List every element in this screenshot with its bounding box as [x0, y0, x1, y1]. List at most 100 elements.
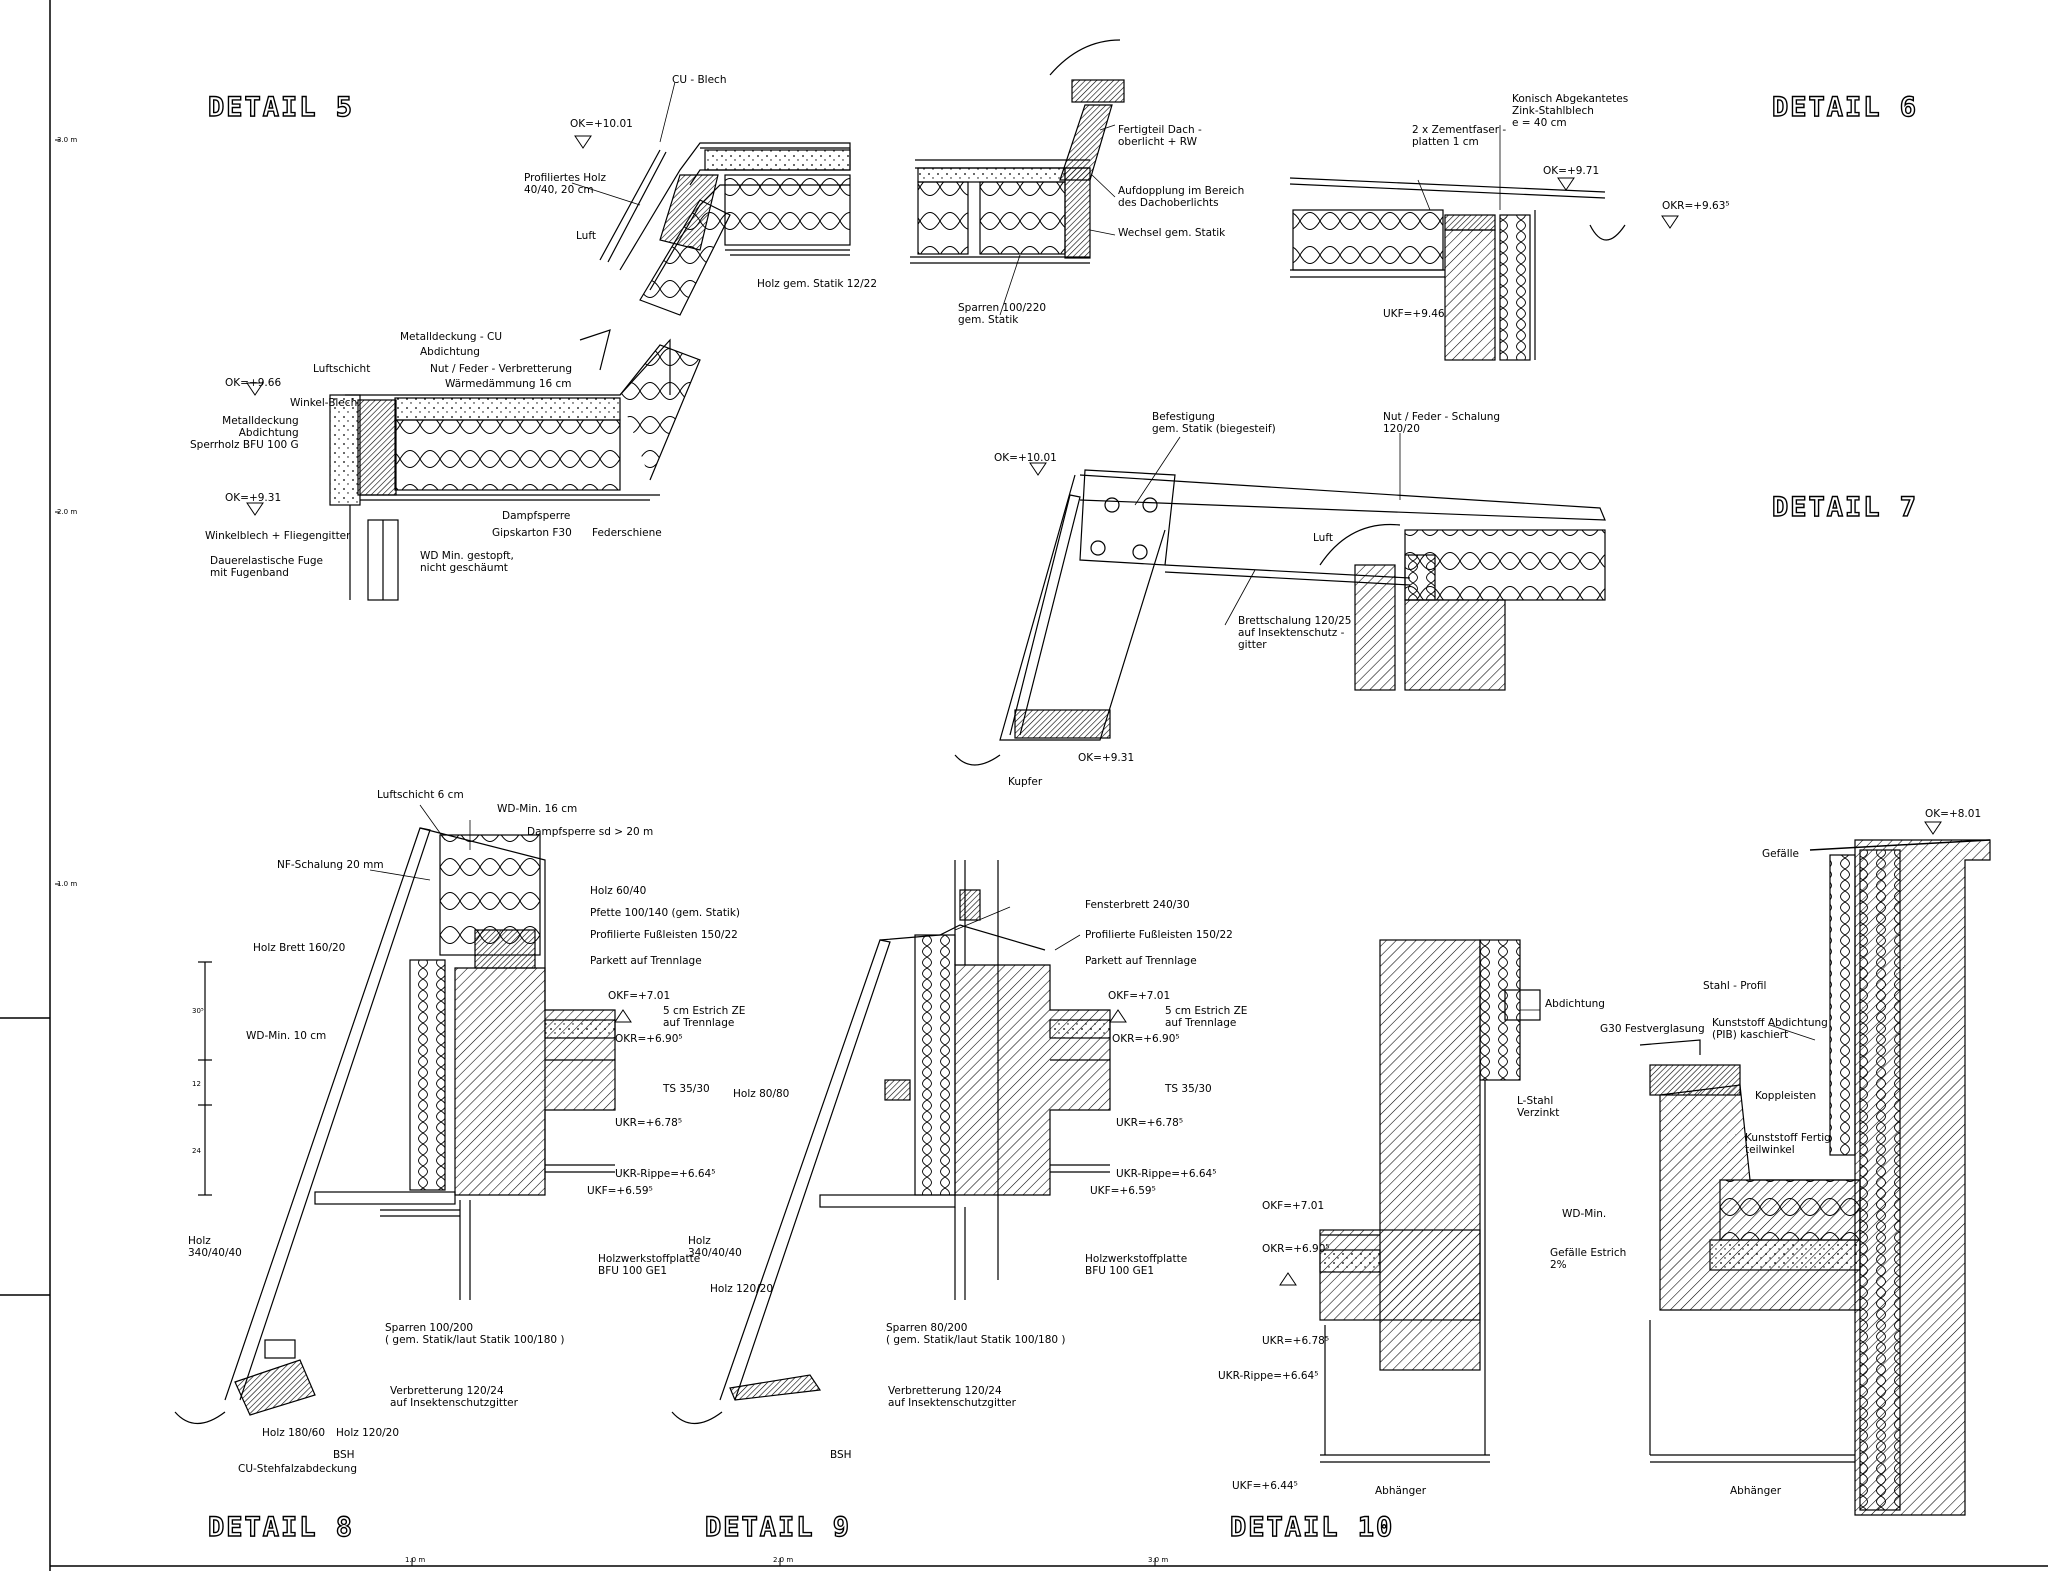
label-ukr-rippe-c: UKR-Rippe=+6.64⁵ — [1218, 1370, 1319, 1382]
label-nut-feder-schalung: Nut / Feder - Schalung 120/20 — [1383, 411, 1501, 435]
label-dauerelastische: Dauerelastische Fuge mit Fugenband — [210, 555, 323, 579]
scale-left-2m: 2.0 m — [57, 508, 78, 516]
label-cu-blech: CU - Blech — [672, 74, 727, 86]
title-detail-8: DETAIL 8 — [207, 1511, 355, 1543]
label-ok-931-a: OK=+9.31 — [225, 492, 282, 504]
label-sparren-100-200: Sparren 100/200 ( gem. Statik/laut Stati… — [385, 1322, 565, 1346]
detail9-drawing — [671, 860, 1111, 1425]
scale-bottom-2m: 2.0 m — [773, 1556, 794, 1564]
label-estrich-a: 5 cm Estrich ZE auf Trennlage — [663, 1005, 746, 1029]
label-verbretterung-b: Verbretterung 120/24 auf Insektenschutzg… — [888, 1385, 1016, 1409]
label-holz-340-a: Holz 340/40/40 — [188, 1235, 242, 1259]
label-holz-80-80: Holz 80/80 — [733, 1088, 790, 1100]
label-holz-60-40: Holz 60/40 — [590, 885, 647, 897]
label-okr-690-c: OKR=+6.90⁵ — [1262, 1243, 1330, 1255]
label-fussleisten-a: Profilierte Fußleisten 150/22 — [590, 929, 738, 941]
detail8-drawing — [174, 827, 616, 1425]
label-luftschicht-a: Luftschicht — [313, 363, 371, 375]
title-detail-6: DETAIL 6 — [1771, 91, 1919, 123]
label-zementfaser: 2 x Zementfaser - platten 1 cm — [1412, 124, 1507, 148]
label-ok-966: OK=+9.66 — [225, 377, 282, 389]
label-befestigung: Befestigung gem. Statik (biegesteif) — [1152, 411, 1276, 435]
label-metalldeckung-stack: Metalldeckung Abdichtung Sperrholz BFU 1… — [190, 415, 299, 451]
label-brettschalung: Brettschalung 120/25 auf Insektenschutz … — [1238, 615, 1352, 651]
label-kunststoff-fertig: Kunststoff Fertig teilwinkel — [1745, 1132, 1831, 1156]
label-holz-statik: Holz gem. Statik 12/22 — [757, 278, 878, 290]
label-ok-1001-a: OK=+10.01 — [570, 118, 633, 130]
label-nf-schalung: NF-Schalung 20 mm — [277, 859, 384, 871]
label-verbretterung-a: Verbretterung 120/24 auf Insektenschutzg… — [390, 1385, 518, 1409]
label-fensterbrett: Fensterbrett 240/30 — [1085, 899, 1190, 911]
label-luft-a: Luft — [576, 230, 596, 242]
label-nut-feder-a: Nut / Feder - Verbretterung — [430, 363, 573, 375]
label-ukr-rippe-a: UKR-Rippe=+6.64⁵ — [615, 1168, 716, 1180]
title-detail-7: DETAIL 7 — [1771, 491, 1919, 523]
label-l-stahl: L-Stahl Verzinkt — [1517, 1095, 1560, 1119]
label-ts-b: TS 35/30 — [1165, 1083, 1212, 1095]
label-wd-min-16: WD-Min. 16 cm — [497, 803, 578, 815]
label-ukr-678-b: UKR=+6.78⁵ — [1116, 1117, 1184, 1129]
label-koppleisten: Koppleisten — [1755, 1090, 1817, 1102]
label-abhaenger-b: Abhänger — [1730, 1485, 1782, 1497]
label-kunststoff-abd: Kunststoff Abdichtung (PIB) kaschiert — [1712, 1017, 1828, 1041]
label-stahl-profil: Stahl - Profil — [1703, 980, 1767, 992]
label-holzwerkstoff-b: Holzwerkstoffplatte BFU 100 GE1 — [1085, 1253, 1188, 1277]
label-abhaenger-a: Abhänger — [1375, 1485, 1427, 1497]
label-profiliertes-holz: Profiliertes Holz 40/40, 20 cm — [524, 172, 607, 196]
scale-bottom-1m: 1.0 m — [405, 1556, 426, 1564]
detail5-skylight-drawing — [910, 39, 1125, 264]
detail7-drawing — [954, 469, 1606, 766]
label-gefaelle-estrich: Gefälle Estrich 2% — [1550, 1247, 1627, 1271]
label-federschiene: Federschiene — [592, 527, 662, 539]
label-wd-min-10: WD-Min. 10 cm — [246, 1030, 327, 1042]
level-markers — [246, 135, 1942, 1286]
label-estrich-b: 5 cm Estrich ZE auf Trennlage — [1165, 1005, 1248, 1029]
detail5-parapet-drawing — [329, 329, 701, 601]
label-aufdopplung: Aufdopplung im Bereich des Dachoberlicht… — [1118, 185, 1245, 209]
label-ts-a: TS 35/30 — [663, 1083, 710, 1095]
label-abdichtung-a: Abdichtung — [420, 346, 480, 358]
label-fussleisten-b: Profilierte Fußleisten 150/22 — [1085, 929, 1233, 941]
label-dim-a: 30⁵ — [192, 1007, 204, 1015]
scale-bottom-3m: 3.0 m — [1148, 1556, 1169, 1564]
label-holz-120-20-a: Holz 120/20 — [336, 1427, 400, 1439]
label-pfette: Pfette 100/140 (gem. Statik) — [590, 907, 741, 919]
label-abdichtung-b: Abdichtung — [1545, 998, 1605, 1010]
label-winkel-blech: Winkel-Blech — [290, 397, 358, 409]
label-luftschicht-6: Luftschicht 6 cm — [377, 789, 464, 801]
label-ukf-644: UKF=+6.44⁵ — [1232, 1480, 1298, 1492]
label-sparren-80-200: Sparren 80/200 ( gem. Statik/laut Statik… — [886, 1322, 1066, 1346]
label-okf-701-c: OKF=+7.01 — [1262, 1200, 1325, 1212]
label-okr-690-b: OKR=+6.90⁵ — [1112, 1033, 1180, 1045]
label-dim-c: 24 — [192, 1147, 201, 1155]
label-holz-120-20-b: Holz 120/20 — [710, 1283, 774, 1295]
label-dim-b: 12 — [192, 1080, 201, 1088]
label-sparren-100-220: Sparren 100/220 gem. Statik — [958, 302, 1047, 326]
label-g30: G30 Festverglasung — [1600, 1023, 1705, 1035]
label-parkett-b: Parkett auf Trennlage — [1085, 955, 1197, 967]
label-ok-931-b: OK=+9.31 — [1078, 752, 1135, 764]
label-holz-180-60: Holz 180/60 — [262, 1427, 326, 1439]
label-cu-stehfalz: CU-Stehfalzabdeckung — [238, 1463, 357, 1475]
label-ok-801: OK=+8.01 — [1925, 808, 1982, 820]
label-konisch: Konisch Abgekantetes Zink-Stahlblech e =… — [1512, 93, 1629, 129]
label-parkett-a: Parkett auf Trennlage — [590, 955, 702, 967]
label-okf-701-b: OKF=+7.01 — [1108, 990, 1171, 1002]
label-ukf-946: UKF=+9.46 — [1383, 308, 1445, 320]
label-ukr-678-a: UKR=+6.78⁵ — [615, 1117, 683, 1129]
label-holzwerkstoff-a: Holzwerkstoffplatte BFU 100 GE1 — [598, 1253, 701, 1277]
label-wechsel: Wechsel gem. Statik — [1118, 227, 1226, 239]
label-okf-701-a: OKF=+7.01 — [608, 990, 671, 1002]
title-detail-9: DETAIL 9 — [704, 1511, 852, 1543]
scale-left-1m: 1.0 m — [57, 880, 78, 888]
title-detail-5: DETAIL 5 — [207, 91, 355, 123]
label-metalldeckung-cu: Metalldeckung - CU — [400, 331, 503, 343]
label-luft-b: Luft — [1313, 532, 1333, 544]
detail10-drawing — [1319, 839, 1991, 1516]
label-bsh-b: BSH — [830, 1449, 852, 1461]
label-ukf-659-a: UKF=+6.59⁵ — [587, 1185, 653, 1197]
label-ukr-rippe-b: UKR-Rippe=+6.64⁵ — [1116, 1168, 1217, 1180]
label-ok-1001-b: OK=+10.01 — [994, 452, 1057, 464]
